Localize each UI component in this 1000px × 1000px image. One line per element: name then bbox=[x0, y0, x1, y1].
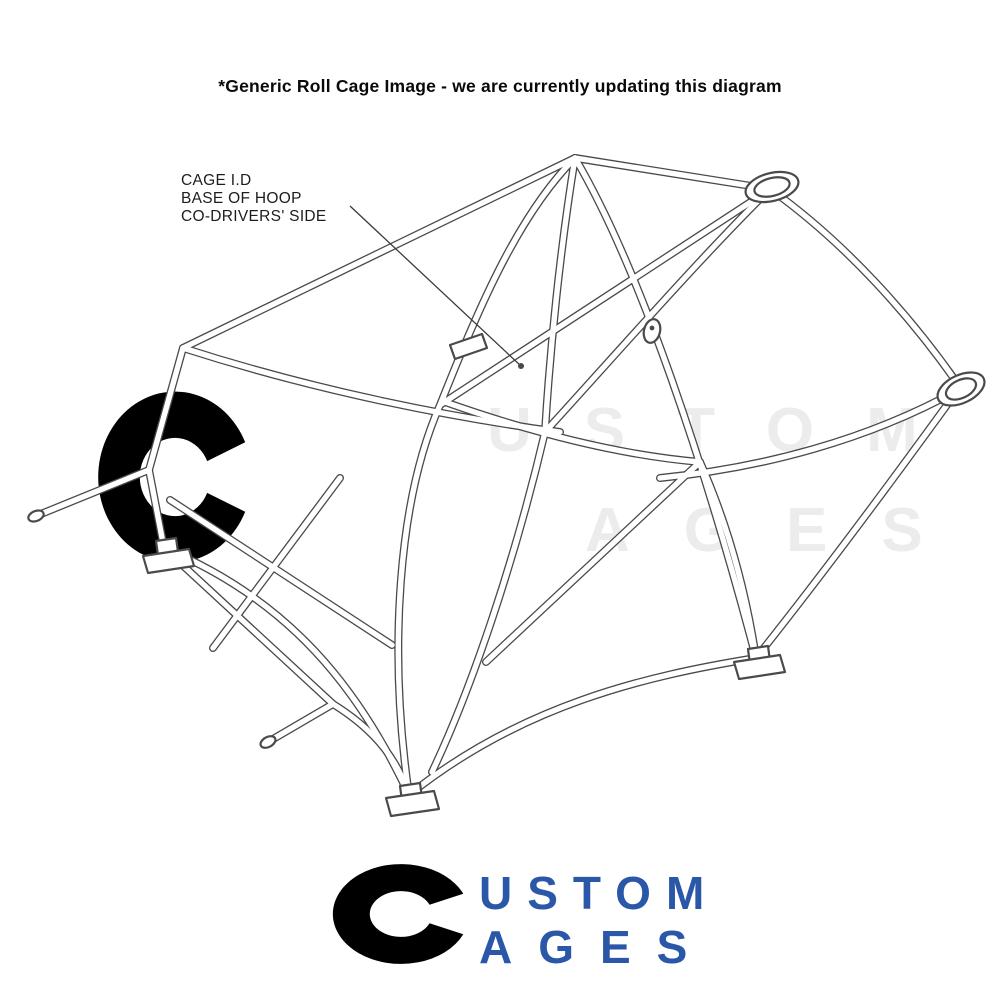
annotation-line: CO-DRIVERS' SIDE bbox=[181, 207, 327, 225]
cage-tubes-outline bbox=[36, 158, 960, 795]
logo-word-top: USTOM bbox=[479, 867, 720, 919]
cage-tubes-fill bbox=[36, 158, 960, 795]
logo-word-bottom: AGES bbox=[479, 921, 714, 973]
annotation-line: CAGE I.D bbox=[181, 172, 252, 189]
joint-sleeve bbox=[448, 332, 489, 361]
cage-id-annotation: CAGE I.D BASE OF HOOP CO-DRIVERS' SIDE bbox=[181, 172, 327, 226]
tube-end-caps bbox=[27, 509, 277, 749]
annotation-leader bbox=[349, 205, 524, 369]
annotation-line: BASE OF HOOP bbox=[181, 189, 302, 207]
diagram-disclaimer-note: *Generic Roll Cage Image - we are curren… bbox=[218, 76, 782, 96]
bracket-with-hole bbox=[642, 318, 662, 344]
logo-c-icon bbox=[332, 864, 464, 964]
rear-mount-pads bbox=[744, 170, 986, 407]
mounting-feet bbox=[141, 536, 787, 818]
